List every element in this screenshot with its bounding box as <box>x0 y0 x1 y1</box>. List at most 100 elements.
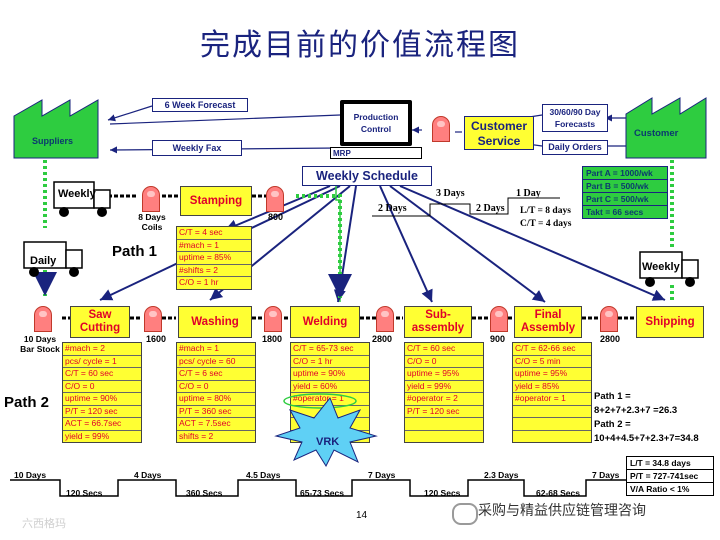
schedule-days: 3 Days <box>436 188 465 199</box>
process-data-row: uptime = 80% <box>177 393 255 406</box>
process-data-row: #mach = 2 <box>63 343 141 356</box>
process-data-row: pcs/ cycle = 60 <box>177 356 255 368</box>
demand-row: Takt = 66 secs <box>586 207 644 217</box>
saw-output: 1600 <box>146 334 167 344</box>
inventory-icon <box>600 306 618 332</box>
welding-output: 2800 <box>372 334 393 344</box>
six-week-forecast: 6 Week Forecast <box>152 98 248 112</box>
process-data-row <box>513 431 591 443</box>
summary-lead-time: L/T = 34.8 days <box>627 457 713 470</box>
process-data-row: uptime = 95% <box>513 368 591 381</box>
path-2-calc-label: Path 2 = <box>594 419 631 430</box>
process-data-row: C/T = 6 sec <box>177 368 255 381</box>
customer-factory-icon <box>625 97 707 159</box>
schedule-days: 2 Days <box>476 203 505 214</box>
sub-assembly-process: Sub-assembly <box>404 306 472 338</box>
path-2-calc: 10+4+4.5+7+2.3+7=34.8 <box>594 433 699 444</box>
inventory-icon <box>142 186 160 212</box>
inventory-icon <box>376 306 394 332</box>
path-1-calc: 8+2+7+2.3+7 =26.3 <box>594 405 678 416</box>
process-data-row: P/T = 120 sec <box>63 406 141 418</box>
summary-box: L/T = 34.8 days P/T = 727-741sec V/A Rat… <box>626 456 714 496</box>
timeline-days: 10 Days <box>14 470 47 480</box>
demand-row: Part B = 500/wk <box>583 180 667 193</box>
inventory-icon <box>264 306 282 332</box>
welding-process: Welding <box>290 306 360 338</box>
lead-time-label: L/T = 8 days <box>520 206 571 216</box>
timeline-secs: 65-73 Secs <box>300 488 344 498</box>
path-1-label: Path 1 <box>112 243 158 260</box>
process-data-row: uptime = 90% <box>63 393 141 406</box>
timeline-days: 4.5 Days <box>246 470 281 480</box>
inventory-icon <box>266 186 284 212</box>
page-title: 完成目前的价值流程图 <box>200 28 520 63</box>
production-control-monitor: Production Control <box>340 100 412 146</box>
process-data-row: #operator = 2 <box>405 393 483 406</box>
path-2-label: Path 2 <box>4 394 50 411</box>
timeline-days: 7 Days <box>592 470 620 480</box>
schedule-days: 2 Days <box>378 203 407 214</box>
stamping-data-box: C/T = 4 sec #mach = 1 uptime = 85% #shif… <box>176 226 252 290</box>
weekly-shipping-truck-label: Weekly <box>642 261 680 273</box>
process-data-row: ACT = 66.7sec <box>63 418 141 431</box>
process-data-row: #operator = 1 <box>513 393 591 406</box>
process-data-row: P/T = 120 sec <box>405 406 483 418</box>
timeline-secs: 120 Secs <box>66 488 103 498</box>
schedule-days: 1 Day <box>516 188 541 199</box>
path-1-calc-label: Path 1 = <box>594 391 631 402</box>
stamping-data-row: #shifts = 2 <box>177 265 251 277</box>
timeline-secs: 360 Secs <box>186 488 223 498</box>
daily-truck-label: Daily <box>30 255 57 267</box>
inventory-icon <box>490 306 508 332</box>
suppliers-factory-icon <box>13 99 99 159</box>
vrk-burst-icon <box>274 393 378 468</box>
process-data-row: uptime = 95% <box>405 368 483 381</box>
cycle-time-label: C/T = 4 days <box>520 219 572 229</box>
coils-inventory: 8 Days Coils <box>138 212 166 232</box>
washing-output: 1800 <box>262 334 283 344</box>
stamping-data-row: uptime = 85% <box>177 252 251 265</box>
suppliers-label: Suppliers <box>32 136 74 146</box>
timeline-days: 2.3 Days <box>484 470 519 480</box>
process-data-row: ACT = 7.5sec <box>177 418 255 431</box>
process-data-row: C/O = 0 <box>405 356 483 368</box>
timeline-secs: 120 Secs <box>424 488 461 498</box>
process-data-row: pcs/ cycle = 1 <box>63 356 141 368</box>
saw-cutting-process: Saw Cutting <box>70 306 130 338</box>
process-data-row: C/O = 5 min <box>513 356 591 368</box>
process-data-row: C/T = 60 sec <box>405 343 483 356</box>
final-assembly-process: Final Assembly <box>514 306 582 338</box>
weekly-truck-icon <box>53 181 111 217</box>
process-data-row: C/T = 60 sec <box>63 368 141 381</box>
process-data-row: yield = 99% <box>405 381 483 393</box>
washing-process: Washing <box>178 306 252 338</box>
demand-row: Part C = 500/wk <box>583 193 667 206</box>
timeline-secs: 62-68 Secs <box>536 488 580 498</box>
process-data-row: yield = 60% <box>291 381 369 393</box>
process-data-row: C/O = 0 <box>63 381 141 393</box>
demand-row: Part A = 1000/wk <box>583 167 667 180</box>
process-data-row: #mach = 1 <box>177 343 255 356</box>
stamping-process: Stamping <box>180 186 252 216</box>
weekly-shipping-truck-icon <box>639 251 699 287</box>
wechat-icon <box>452 503 478 525</box>
weekly-fax: Weekly Fax <box>152 140 242 156</box>
demand-box: Part A = 1000/wk Part B = 500/wk Part C … <box>582 166 668 219</box>
process-data-row: C/O = 1 hr <box>291 356 369 368</box>
process-data-row <box>405 431 483 443</box>
customer-label: Customer <box>634 128 679 139</box>
watermark-left: 六西格玛 <box>22 517 66 530</box>
process-data-row: yield = 99% <box>65 430 110 441</box>
process-data-row: yield = 85% <box>513 381 591 393</box>
bar-stock-inventory: 10 Days Bar Stock <box>20 334 60 354</box>
sub-assembly-output: 900 <box>490 334 506 344</box>
weekly-truck-label: Weekly <box>58 188 96 200</box>
daily-truck-icon <box>23 241 83 277</box>
summary-va-ratio: V/A Ratio < 1% <box>630 484 690 494</box>
forecasts-box: 30/60/90 Day Forecasts <box>542 104 608 132</box>
process-data-row <box>405 418 483 431</box>
kanban-post-icon <box>432 116 450 142</box>
vrk-label: VRK <box>316 436 340 448</box>
